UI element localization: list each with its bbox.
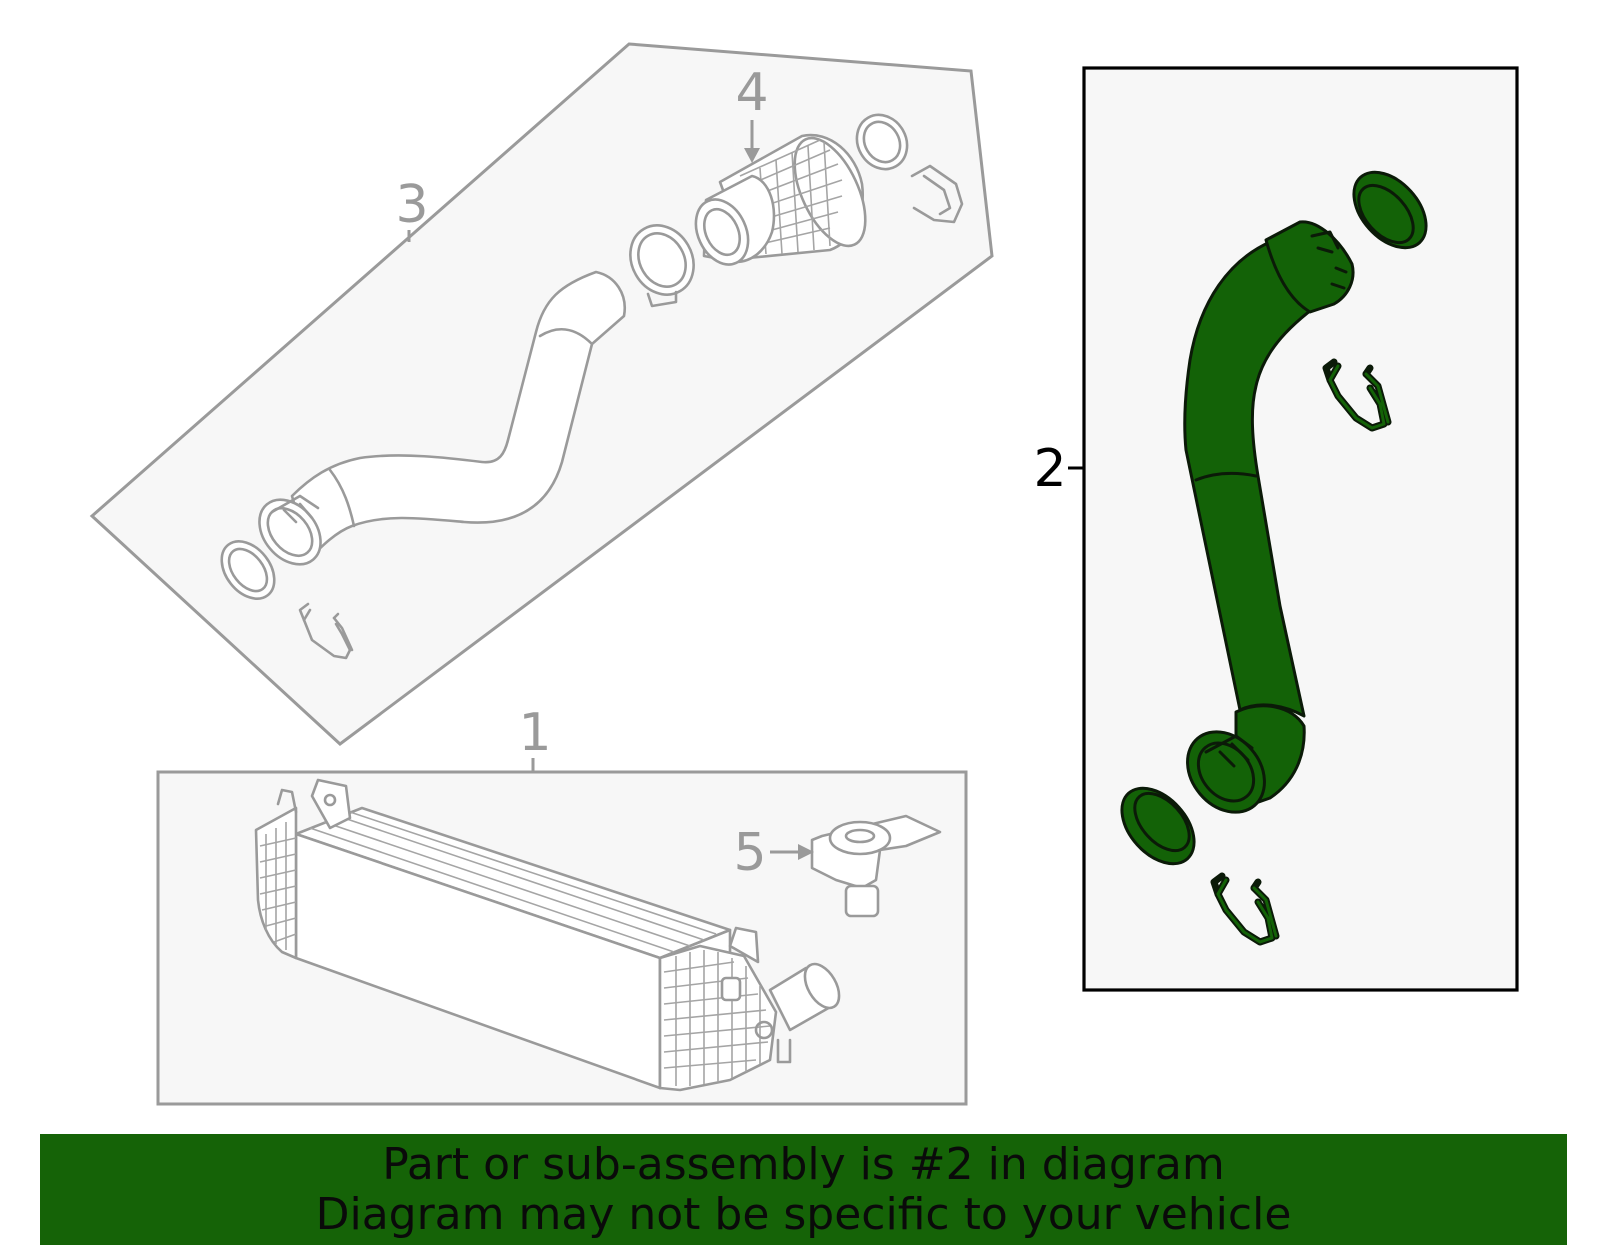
- assembly-1-group: 1 5: [156, 703, 968, 1106]
- retaining-clip-top[interactable]: [910, 164, 964, 224]
- callout-4-arrow: [744, 120, 760, 163]
- retaining-clip-highlight-bottom[interactable]: [1210, 872, 1280, 946]
- info-banner: Part or sub-assembly is #2 in diagram Di…: [40, 1134, 1567, 1245]
- intake-pipe[interactable]: [290, 270, 627, 560]
- banner-line-2: Diagram may not be specific to your vehi…: [315, 1188, 1292, 1240]
- retaining-clip-left[interactable]: [298, 602, 354, 660]
- resonator-part-4[interactable]: [686, 128, 880, 273]
- hose-clamp-mid[interactable]: [618, 214, 706, 308]
- callout-1: 1: [518, 703, 551, 763]
- o-ring-top[interactable]: [847, 106, 917, 178]
- assembly-3-group: 3 4: [89, 42, 994, 746]
- intercooler-outlet[interactable]: [768, 958, 846, 1064]
- o-ring-highlight-bottom[interactable]: [1108, 775, 1208, 878]
- intercooler-right-tank[interactable]: [658, 926, 778, 1092]
- pipe-coupling-left[interactable]: [247, 488, 333, 577]
- callout-5-arrow: [770, 844, 814, 860]
- callout-2: 2: [1033, 439, 1066, 499]
- callout-4: 4: [735, 63, 768, 123]
- o-ring-highlight-top[interactable]: [1340, 159, 1440, 262]
- o-ring-left[interactable]: [211, 531, 285, 609]
- sensor-part-5[interactable]: [810, 814, 942, 918]
- banner-line-1: Part or sub-assembly is #2 in diagram: [382, 1138, 1225, 1190]
- intercooler-left-tank[interactable]: [254, 778, 352, 960]
- callout-3: 3: [395, 175, 428, 235]
- assembly-2-group: 2: [1033, 66, 1519, 992]
- retaining-clip-highlight-top[interactable]: [1322, 358, 1392, 432]
- charge-air-hose-part-2[interactable]: [1172, 220, 1355, 828]
- callout-5: 5: [733, 823, 766, 883]
